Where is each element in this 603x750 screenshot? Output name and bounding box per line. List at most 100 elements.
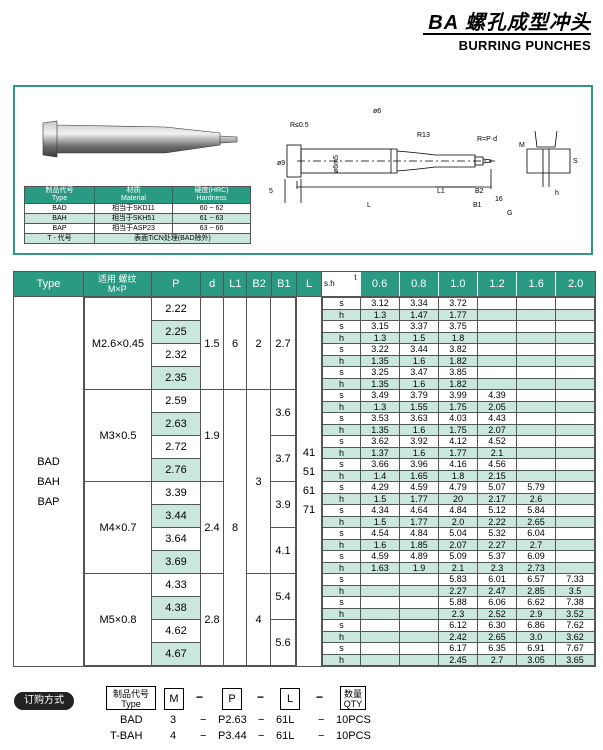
sh-value: 4.03 bbox=[438, 412, 478, 425]
sh-label: h bbox=[322, 607, 361, 620]
sh-value: 6.09 bbox=[516, 550, 556, 563]
sh-value: 5.83 bbox=[438, 573, 478, 586]
sh-label: s bbox=[322, 619, 361, 632]
sh-value bbox=[360, 607, 400, 620]
sh-label: h bbox=[322, 423, 361, 436]
sh-value: 3.44 bbox=[399, 343, 439, 356]
sh-value: 1.6 bbox=[399, 377, 439, 390]
order-badge: 订购方式 bbox=[14, 692, 74, 710]
sh-value: 3.72 bbox=[438, 297, 478, 310]
sh-label: s bbox=[322, 389, 361, 402]
sh-value: 4.79 bbox=[438, 481, 478, 494]
sh-value: 1.5 bbox=[399, 331, 439, 344]
sh-value: 4.84 bbox=[438, 504, 478, 517]
sh-value: 1.77 bbox=[438, 308, 478, 321]
label-5: 5 bbox=[269, 188, 273, 195]
sh-value: 1.5 bbox=[360, 492, 400, 505]
sh-value: 1.85 bbox=[399, 538, 439, 551]
sh-value bbox=[555, 377, 595, 390]
sh-value: 5.88 bbox=[438, 596, 478, 609]
sh-value: 2.73 bbox=[516, 561, 556, 574]
header-rule bbox=[423, 33, 591, 35]
sh-label: h bbox=[322, 538, 361, 551]
sh-value: 3.34 bbox=[399, 297, 439, 310]
sh-value: 1.65 bbox=[399, 469, 439, 482]
sh-label: h bbox=[322, 561, 361, 574]
punch-photo bbox=[42, 120, 238, 158]
label-rpd: R=P·d bbox=[477, 136, 497, 143]
sh-value: 2.1 bbox=[477, 446, 517, 459]
sh-value: 2.0 bbox=[438, 515, 478, 528]
sh-value: 6.91 bbox=[516, 642, 556, 655]
order-field-m: M bbox=[164, 688, 184, 710]
sh-value: 6.35 bbox=[477, 642, 517, 655]
sh-value: 5.04 bbox=[438, 527, 478, 540]
sh-label: s bbox=[322, 366, 361, 379]
sh-value: 3.62 bbox=[360, 435, 400, 448]
sh-value bbox=[399, 653, 439, 666]
sh-value: 4.52 bbox=[477, 435, 517, 448]
sh-value: 4.59 bbox=[399, 481, 439, 494]
punch-drawing: R≤0.5 ø6 R13 R=P·d ø9 ø6m5 L1 B2 B1 L 5 … bbox=[42, 108, 578, 217]
sh-value: 2.85 bbox=[516, 584, 556, 597]
sh-value bbox=[477, 343, 517, 356]
sh-value bbox=[555, 331, 595, 344]
sh-value bbox=[555, 400, 595, 413]
sh-value: 2.22 bbox=[477, 515, 517, 528]
sh-value bbox=[555, 481, 595, 494]
sh-value bbox=[477, 377, 517, 390]
sh-value: 4.34 bbox=[360, 504, 400, 517]
label-o6m5: ø6m5 bbox=[333, 155, 340, 173]
sh-value: 1.77 bbox=[399, 515, 439, 528]
sh-value: 2.3 bbox=[438, 607, 478, 620]
sh-value: 2.9 bbox=[516, 607, 556, 620]
sh-value: 3.82 bbox=[438, 343, 478, 356]
sh-value bbox=[360, 653, 400, 666]
sh-label: s bbox=[322, 481, 361, 494]
sh-value bbox=[555, 492, 595, 505]
sh-value bbox=[360, 630, 400, 643]
sh-value: 5.07 bbox=[477, 481, 517, 494]
sh-value: 4.16 bbox=[438, 458, 478, 471]
sh-value: 5.79 bbox=[516, 481, 556, 494]
sh-value: 6.04 bbox=[516, 527, 556, 540]
sh-value bbox=[555, 297, 595, 310]
label-h: h bbox=[555, 190, 559, 197]
sh-value bbox=[555, 389, 595, 402]
sh-value bbox=[516, 354, 556, 367]
sh-value: 3.0 bbox=[516, 630, 556, 643]
sh-value: 2.47 bbox=[477, 584, 517, 597]
sh-label: s bbox=[322, 412, 361, 425]
sh-value bbox=[555, 366, 595, 379]
sh-label: s bbox=[322, 550, 361, 563]
sh-value bbox=[516, 308, 556, 321]
sh-label: h bbox=[322, 331, 361, 344]
sh-value: 1.4 bbox=[360, 469, 400, 482]
sh-label: s bbox=[322, 573, 361, 586]
sh-value bbox=[477, 331, 517, 344]
sh-value: 1.55 bbox=[399, 400, 439, 413]
sh-label: s bbox=[322, 596, 361, 609]
sh-value: 3.49 bbox=[360, 389, 400, 402]
sh-value bbox=[555, 354, 595, 367]
sh-label: h bbox=[322, 400, 361, 413]
sh-value: 3.12 bbox=[360, 297, 400, 310]
sh-value: 4.43 bbox=[477, 412, 517, 425]
sh-value: 3.62 bbox=[555, 630, 595, 643]
sh-value: 1.8 bbox=[438, 331, 478, 344]
sh-value bbox=[516, 366, 556, 379]
sh-value: 1.6 bbox=[360, 538, 400, 551]
sh-value bbox=[555, 412, 595, 425]
sh-value bbox=[399, 642, 439, 655]
sh-value bbox=[555, 561, 595, 574]
sh-value: 3.5 bbox=[555, 584, 595, 597]
sh-value bbox=[399, 584, 439, 597]
sh-value: 2.45 bbox=[438, 653, 478, 666]
